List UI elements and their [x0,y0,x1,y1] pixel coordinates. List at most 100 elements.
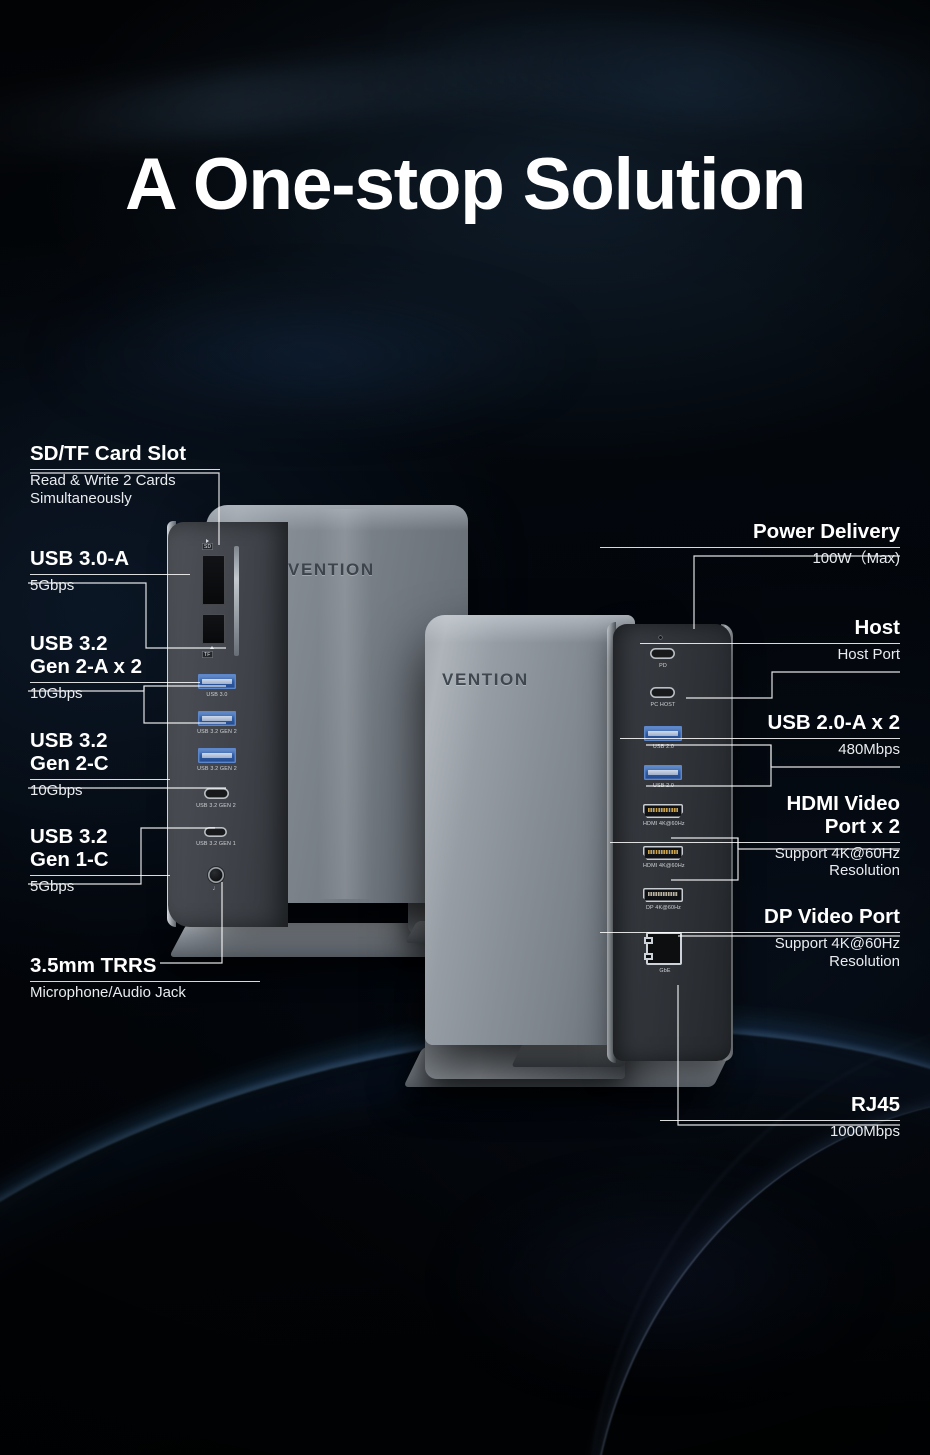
callout-rule [30,874,170,876]
callout-title: USB 2.0-A x 2 [767,711,900,734]
callout-title: USB 3.2 Gen 2-A x 2 [30,632,143,678]
callout-dp-video-port: DP Video Port Support 4K@60Hz Resolution [600,905,900,970]
callout-hdmi-video-port: HDMI Video Port x 2 Support 4K@60Hz Reso… [610,792,900,880]
rj45-connector [646,932,682,965]
callout-title: Power Delivery [753,520,900,543]
dp-port: DP 4K@60Hz [643,888,683,911]
callout-sd-tf-card-slot: SD/TF Card Slot Read & Write 2 Cards Sim… [30,442,220,507]
callout-sub: 480Mbps [838,740,900,758]
callout-sub: Support 4K@60Hz Resolution [774,844,900,880]
usb-a-port-1-label: USB 3.0 [206,692,228,698]
callout-title: USB 3.0-A [30,547,130,570]
tf-slot-opening [202,614,225,644]
tf-arrow-icon [210,646,214,649]
body-top-highlight-right [425,615,635,643]
callout-title: RJ45 [850,1093,900,1116]
callout-rule [30,778,170,780]
callout-rule [600,931,900,933]
usb-a-port-2: USB 3.2 GEN 2 [197,711,237,735]
light-wisp-top-right [387,3,930,147]
callout-host: Host Host Port [640,616,900,664]
callout-usb-3-0-a: USB 3.0-A 5Gbps [30,547,190,595]
body-sheen-left [318,509,372,899]
callout-rule [30,980,260,982]
headphone-icon: ♩ [212,885,220,892]
callout-sub: 10Gbps [30,684,83,702]
callout-sub: 100W（Max) [812,549,900,567]
callout-rule [660,1119,900,1121]
sd-slot-opening [202,555,225,605]
card-slot-rail [234,546,239,656]
usb-c-port-1: USB 3.2 GEN 2 [196,788,236,809]
pd-port-label: PD [659,663,667,669]
callout-rule [30,468,220,470]
rj45-port-label: GbE [659,968,671,974]
callout-rule [610,841,900,843]
callout-sub: Microphone/Audio Jack [30,983,186,1001]
callout-title: HDMI Video Port x 2 [786,792,900,838]
callout-title: DP Video Port [764,905,900,928]
light-wisp-bottom-right [450,1180,870,1380]
callout-sub: 5Gbps [30,576,75,594]
pc-host-port: PC HOST [650,687,675,708]
usb-a-port-3: USB 3.2 GEN 2 [197,748,237,772]
callout-sub: Host Port [837,645,900,663]
usb-c-connector [650,648,675,659]
usb-a-port-3-label: USB 3.2 GEN 2 [197,766,237,772]
tf-card-slot: TF [202,614,225,658]
audio-jack-opening [208,867,224,883]
callout-rj45: RJ45 1000Mbps [660,1093,900,1141]
usb-c-connector [204,827,227,837]
sd-slot-label: SD [202,543,214,550]
card-rail-bar [234,546,239,656]
callout-title: 3.5mm TRRS [30,954,157,977]
tf-slot-label: TF [202,651,213,658]
usb-2-port-2: USB 2.0 [644,765,682,789]
sd-card-slot: SD [202,539,225,605]
callout-title: SD/TF Card Slot [30,442,187,465]
rj45-port: GbE [646,932,682,974]
hdmi-port-1: HDMI 4K@60Hz [643,804,685,827]
light-wisp-mid-left [40,280,580,430]
callout-sub: 5Gbps [30,877,75,895]
dp-port-label: DP 4K@60Hz [645,905,682,911]
callout-sub: Read & Write 2 Cards Simultaneously [30,471,176,507]
callout-rule [30,573,190,575]
callout-title: USB 3.2 Gen 1-C [30,825,109,871]
callout-rule [30,681,200,683]
usb-a-connector [198,711,236,726]
callout-usb-3-2-gen-2-a: USB 3.2 Gen 2-A x 2 10Gbps [30,632,200,702]
usb-a-port-1: USB 3.0 [198,674,236,698]
brand-logo-left: VENTION [288,560,375,579]
pd-power-port: PD [650,648,675,669]
callout-rule [640,642,900,644]
usb-a-port-2-label: USB 3.2 GEN 2 [197,729,237,735]
callout-sub: 1000Mbps [829,1122,900,1140]
dock-body-right [425,615,635,1045]
status-led [659,636,662,639]
callout-sub: Support 4K@60Hz Resolution [774,934,900,970]
brand-logo-right: VENTION [442,670,529,689]
usb-c-connector [204,788,229,799]
usb-c-connector [650,687,675,698]
usb-2-port-2-label: USB 2.0 [652,783,675,789]
callout-title: USB 3.2 Gen 2-C [30,729,109,775]
callout-power-delivery: Power Delivery 100W（Max) [600,520,900,568]
audio-jack-port: ♩ [208,867,224,892]
callout-sub: 10Gbps [30,781,83,799]
displayport-connector [643,888,683,902]
callout-title: Host [854,616,900,639]
usb-c-port-2: USB 3.2 GEN 1 [196,827,236,847]
callout-rule [600,546,900,548]
callout-trrs-audio: 3.5mm TRRS Microphone/Audio Jack [30,954,260,1002]
usb-a-connector [198,748,236,763]
usb-a-connector [644,765,682,780]
hdmi-connector [643,804,683,818]
callout-usb-3-2-gen-1-c: USB 3.2 Gen 1-C 5Gbps [30,825,170,895]
pc-host-port-label: PC HOST [650,702,676,708]
page-title: A One-stop Solution [124,144,806,225]
callout-rule [620,737,900,739]
usb-c-port-2-label: USB 3.2 GEN 1 [196,841,236,847]
usb-c-port-1-label: USB 3.2 GEN 2 [196,803,236,809]
callout-usb-3-2-gen-2-c: USB 3.2 Gen 2-C 10Gbps [30,729,170,799]
